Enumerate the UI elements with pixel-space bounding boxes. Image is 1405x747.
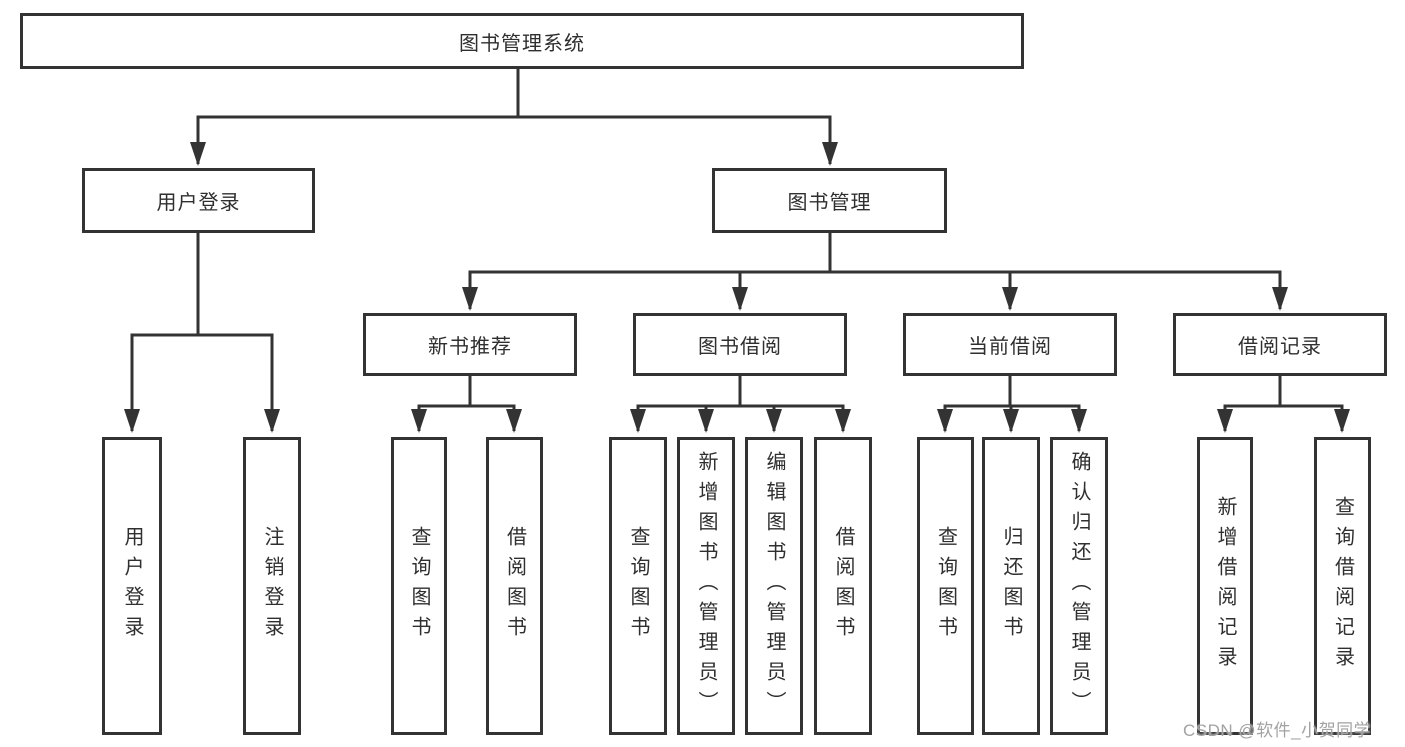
- node-current-borrowing: 当前借阅: [903, 313, 1117, 376]
- leaf-add-books-admin: 新增图书（管理员）: [677, 437, 735, 735]
- node-label: 用户登录: [156, 192, 241, 214]
- node-label: 图书借阅: [698, 336, 782, 358]
- leaf-edit-books-admin: 编辑图书（管理员）: [745, 437, 803, 735]
- node-label: 图书管理: [787, 192, 872, 214]
- csdn-watermark: CSDN @软件_小贺同学: [1183, 721, 1372, 740]
- node-label: 借阅记录: [1238, 336, 1322, 358]
- leaf-borrow-books-borrowing: 借阅图书: [814, 437, 872, 735]
- leaf-confirm-return-admin: 确认归还（管理员）: [1050, 437, 1108, 735]
- node-label: 新书推荐: [428, 336, 512, 358]
- node-borrowing-records: 借阅记录: [1173, 313, 1387, 376]
- node-book-borrowing: 图书借阅: [633, 313, 847, 376]
- leaf-borrow-books-recommend: 借阅图书: [486, 437, 543, 735]
- leaf-query-books-current: 查询图书: [917, 437, 974, 735]
- node-book-management: 图书管理: [712, 168, 947, 233]
- leaf-logout: 注销登录: [243, 437, 301, 735]
- leaf-query-books-recommend: 查询图书: [391, 437, 447, 735]
- leaf-user-login: 用户登录: [102, 437, 162, 735]
- node-label: 图书管理系统: [459, 32, 585, 55]
- leaf-return-books: 归还图书: [982, 437, 1040, 735]
- leaf-add-borrow-record: 新增借阅记录: [1197, 437, 1253, 735]
- node-root-library-system: 图书管理系统: [20, 13, 1024, 69]
- leaf-query-books-borrowing: 查询图书: [609, 437, 667, 735]
- node-label: 当前借阅: [968, 336, 1052, 358]
- node-new-book-recommend: 新书推荐: [363, 313, 577, 376]
- node-user-login: 用户登录: [82, 168, 315, 233]
- leaf-query-borrow-record: 查询借阅记录: [1314, 437, 1371, 735]
